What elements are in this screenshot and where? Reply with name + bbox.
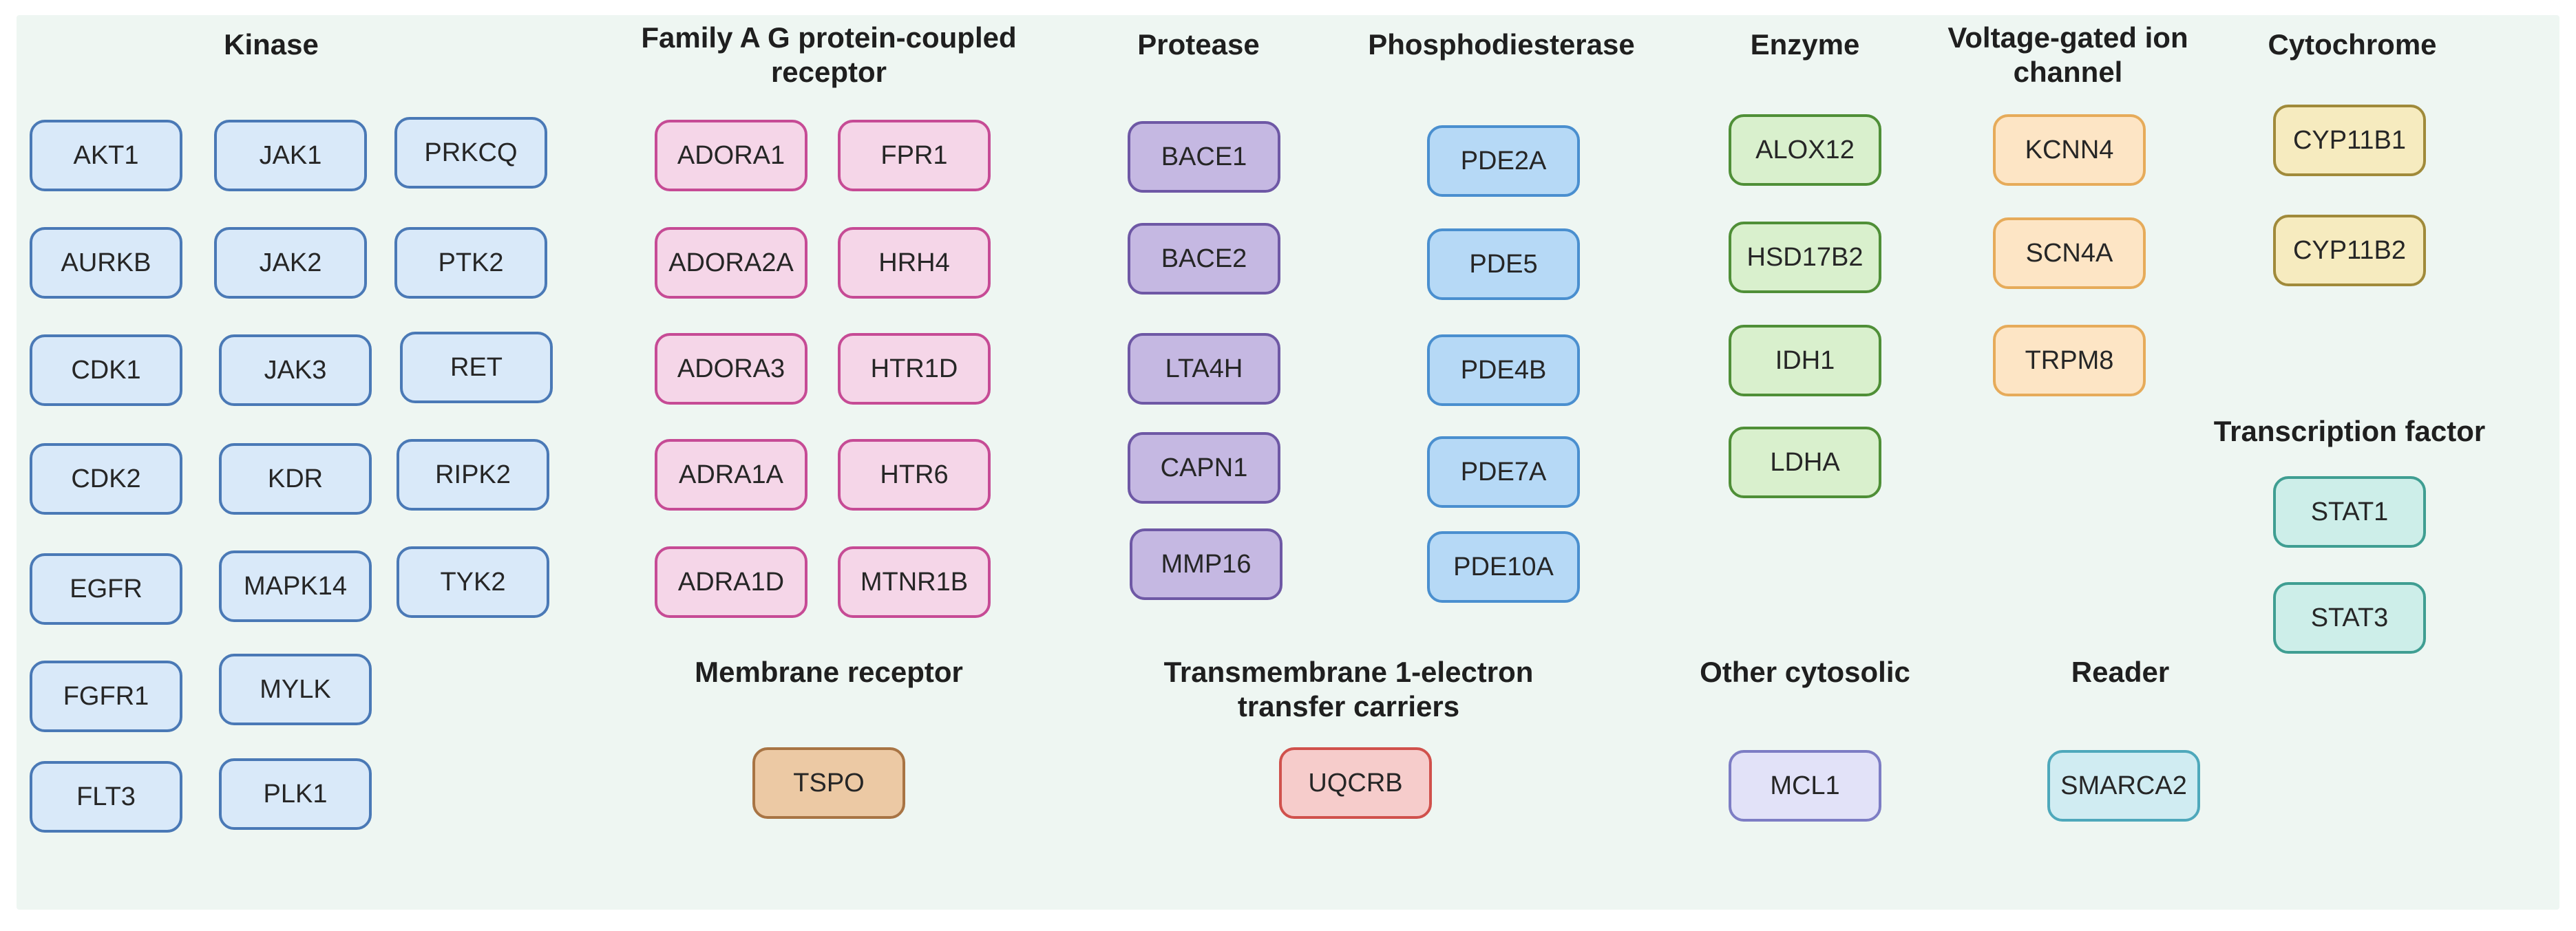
chip-tyk2: TYK2	[397, 546, 549, 618]
category-title-vgic: Voltage-gated ion channel	[1947, 21, 2188, 88]
chip-mtnr1b: MTNR1B	[838, 546, 991, 618]
chip-jak2: JAK2	[214, 227, 367, 299]
chip-alox12: ALOX12	[1729, 114, 1881, 186]
category-title-transmembrane: Transmembrane 1-electron transfer carrie…	[1163, 656, 1534, 723]
chip-ptk2: PTK2	[394, 227, 547, 299]
chip-cdk1: CDK1	[30, 334, 182, 406]
chip-ret: RET	[400, 332, 553, 403]
chip-jak3: JAK3	[219, 334, 372, 406]
category-title-membrane-receptor: Membrane receptor	[695, 656, 963, 688]
category-title-transcription-factor: Transcription factor	[2213, 415, 2486, 447]
category-title-reader: Reader	[2071, 656, 2170, 688]
chip-jak1: JAK1	[214, 120, 367, 191]
chip-hsd17b2: HSD17B2	[1729, 222, 1881, 293]
chip-plk1: PLK1	[219, 758, 372, 830]
chip-mylk: MYLK	[219, 654, 372, 725]
chip-pde5: PDE5	[1427, 228, 1580, 300]
chip-ldha: LDHA	[1729, 427, 1881, 498]
chip-aurkb: AURKB	[30, 227, 182, 299]
chip-tspo: TSPO	[752, 747, 905, 819]
chip-trpm8: TRPM8	[1993, 325, 2146, 396]
chip-smarca2: SMARCA2	[2047, 750, 2200, 822]
chip-idh1: IDH1	[1729, 325, 1881, 396]
category-title-protease: Protease	[1137, 28, 1260, 61]
category-title-other-cytosolic: Other cytosolic	[1700, 656, 1910, 688]
category-title-pde: Phosphodiesterase	[1368, 28, 1635, 61]
chip-cyp11b2: CYP11B2	[2273, 215, 2426, 286]
chip-bace2: BACE2	[1128, 223, 1280, 295]
chip-mmp16: MMP16	[1130, 528, 1282, 600]
chip-cyp11b1: CYP11B1	[2273, 105, 2426, 176]
chip-egfr: EGFR	[30, 553, 182, 625]
chip-prkcq: PRKCQ	[394, 117, 547, 189]
chip-hrh4: HRH4	[838, 227, 991, 299]
chip-kcnn4: KCNN4	[1993, 114, 2146, 186]
chip-fgfr1: FGFR1	[30, 661, 182, 732]
chip-scn4a: SCN4A	[1993, 217, 2146, 289]
chip-adora2a: ADORA2A	[655, 227, 807, 299]
chip-ripk2: RIPK2	[397, 439, 549, 511]
category-title-gpcr: Family A G protein-coupled receptor	[641, 21, 1017, 88]
chip-flt3: FLT3	[30, 761, 182, 833]
category-title-kinase: Kinase	[224, 28, 319, 61]
chip-adora3: ADORA3	[655, 333, 807, 405]
chip-pde7a: PDE7A	[1427, 436, 1580, 508]
chip-cdk2: CDK2	[30, 443, 182, 515]
chip-fpr1: FPR1	[838, 120, 991, 191]
category-title-enzyme: Enzyme	[1750, 28, 1860, 61]
diagram-panel: Kinase AKT1 JAK1 PRKCQ AURKB JAK2 PTK2 C…	[17, 15, 2559, 910]
chip-kdr: KDR	[219, 443, 372, 515]
chip-pde10a: PDE10A	[1427, 531, 1580, 603]
chip-lta4h: LTA4H	[1128, 333, 1280, 405]
chip-capn1: CAPN1	[1128, 432, 1280, 504]
chip-adora1: ADORA1	[655, 120, 807, 191]
chip-stat3: STAT3	[2273, 582, 2426, 654]
chip-adra1d: ADRA1D	[655, 546, 807, 618]
chip-pde2a: PDE2A	[1427, 125, 1580, 197]
chip-uqcrb: UQCRB	[1279, 747, 1432, 819]
chip-htr6: HTR6	[838, 439, 991, 511]
chip-stat1: STAT1	[2273, 476, 2426, 548]
chip-akt1: AKT1	[30, 120, 182, 191]
chip-pde4b: PDE4B	[1427, 334, 1580, 406]
chip-htr1d: HTR1D	[838, 333, 991, 405]
chip-adra1a: ADRA1A	[655, 439, 807, 511]
category-title-cytochrome: Cytochrome	[2268, 28, 2437, 61]
chip-mapk14: MAPK14	[219, 550, 372, 622]
chip-mcl1: MCL1	[1729, 750, 1881, 822]
chip-bace1: BACE1	[1128, 121, 1280, 193]
